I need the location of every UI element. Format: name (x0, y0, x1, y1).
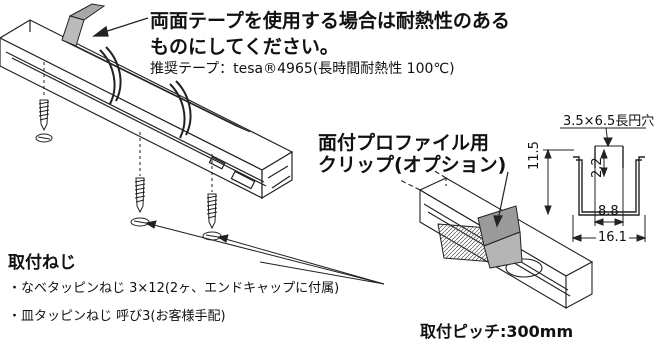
mounting-pitch: 取付ピッチ:300mm (420, 322, 574, 341)
flat-head-screw (202, 154, 222, 241)
pan-head-screw (35, 62, 53, 143)
height-dimension-label: 11.5 (527, 141, 542, 170)
screw-leader-lines (144, 220, 385, 285)
height-dimension (543, 148, 574, 216)
double-sided-tape (61, 3, 251, 133)
flat-head-screw (130, 132, 150, 227)
tape-note-line2: ものにしてください。 (150, 36, 339, 58)
clip-label-line2: クリップ(オプション) (318, 154, 507, 176)
break-mark (175, 80, 192, 136)
break-mark (99, 49, 116, 105)
screw-item-pan-head: ・なべタッピンねじ 3×12(2ヶ、エンドキャップに付属) (8, 281, 340, 296)
screw-item-flat-head: ・皿タッピンねじ 呼び3(お客様手配) (8, 309, 226, 324)
profile-end-face (261, 150, 293, 200)
inner-height-dimension (600, 148, 608, 178)
tape-pointer-arrow (92, 17, 149, 37)
inner-width-dimension-label: 8.8 (598, 204, 619, 219)
tape-note-line1: 両面テープを使用する場合は耐熱性のある (150, 10, 510, 32)
break-mark (169, 83, 186, 139)
inner-height-dimension-label: 2.2 (590, 157, 605, 178)
mounting-clip (437, 205, 523, 269)
break-mark (105, 46, 122, 102)
slot-dimension (560, 127, 646, 148)
outer-width-dimension-label: 16.1 (596, 230, 629, 245)
screws-title: 取付ねじ (8, 253, 76, 273)
inner-width-dimension (593, 168, 625, 226)
clip-label-line1: 面付プロファイル用 (318, 132, 490, 154)
left-profile (0, 19, 294, 200)
slot-dimension-label: 3.5×6.5長円穴 (563, 114, 655, 129)
recommended-tape: 推奨テープ：tesa®4965(長時間耐熱性 100℃) (150, 61, 455, 77)
cross-section (573, 145, 645, 216)
clip-leader-line (493, 171, 509, 228)
